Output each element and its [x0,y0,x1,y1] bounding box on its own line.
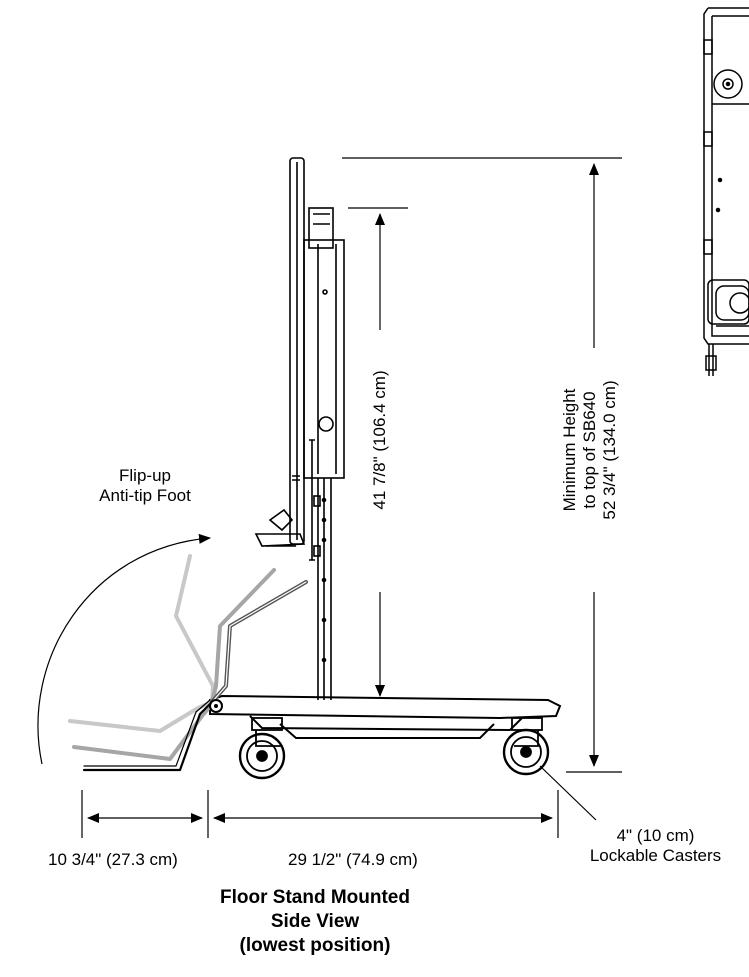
caster-line2: Lockable Casters [589,846,722,865]
stand-base [209,694,562,739]
diagram-caption: Floor Stand Mounted Side View (lowest po… [150,886,480,958]
minimum-height-dimension [342,157,622,773]
horizontal-dimensions [81,790,559,838]
flip-up-label: Flip-up Anti-tip Foot [70,466,220,506]
caption-line2: Side View [270,911,360,932]
caption-line1: Floor Stand Mounted [220,887,410,908]
side-view-display [289,157,305,545]
min-height-line3: 52 3/4" (134.0 cm) [600,380,619,520]
foot-length-label: 10 3/4" (27.3 cm) [48,850,178,869]
base-length-label: 29 1/2" (74.9 cm) [288,850,418,869]
caster-line1: 4" (10 cm) [616,826,695,845]
caster-label: 4" (10 cm) Lockable Casters [562,826,749,866]
caption-line3: (lowest position) [239,935,391,956]
column-height-value: 41 7/8" (106.4 cm) [370,370,389,510]
flip-up-line1: Flip-up [119,466,171,485]
minimum-height-label: Minimum Height to top of SB640 52 3/4" (… [560,330,620,570]
front-view-panel [703,7,749,376]
caster-leader-line [539,765,597,821]
flip-up-line2: Anti-tip Foot [99,486,191,505]
left-caster [238,717,286,780]
right-caster [502,717,550,776]
column-height-label: 41 7/8" (106.4 cm) [370,320,390,560]
column-height-dimension [348,207,408,697]
anti-tip-foot-positions [68,554,308,772]
min-height-line1: Minimum Height [560,388,579,512]
min-height-line2: to top of SB640 [580,391,599,509]
flip-arc-arrow [37,533,211,765]
stand-column [254,207,345,700]
